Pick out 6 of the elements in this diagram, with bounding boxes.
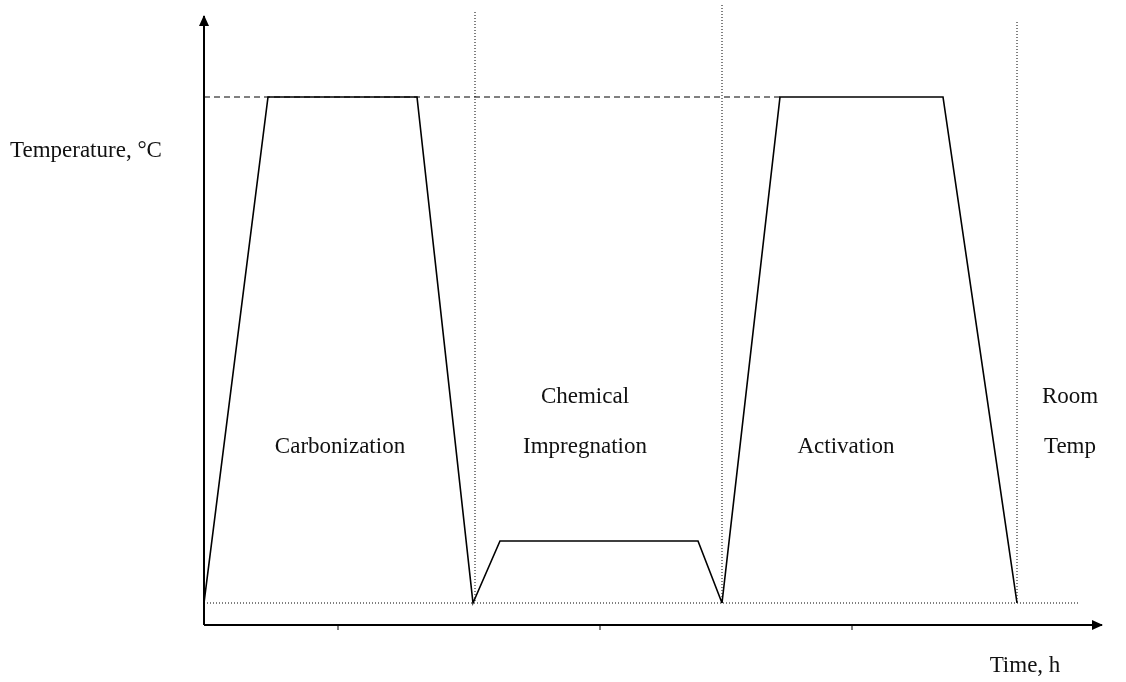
phase-label: Carbonization [273, 432, 407, 460]
axis-title: Time, h [988, 651, 1062, 679]
phase-label: Chemical Impregnation [522, 382, 648, 460]
phase-label: Activation [796, 432, 896, 460]
phase-label: Room Temp [1040, 382, 1100, 460]
axis-title: Temperature, °C [10, 136, 163, 164]
